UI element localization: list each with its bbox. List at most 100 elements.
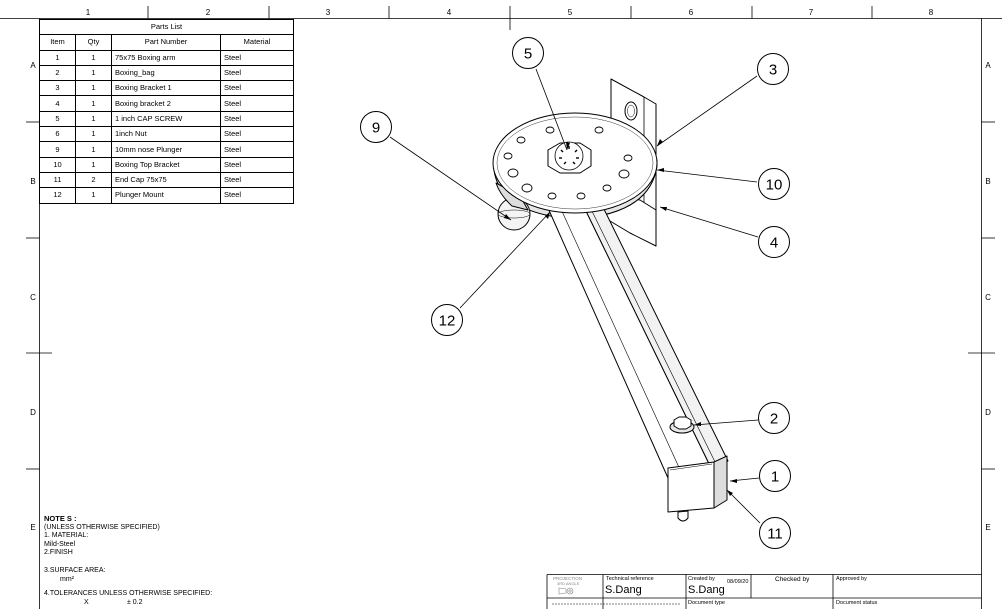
disk-holes xyxy=(503,126,633,200)
zone-row-d-right: D xyxy=(985,408,991,417)
balloon-3-label: 3 xyxy=(769,62,777,79)
balloon-9: 9 xyxy=(360,111,392,143)
cell-part: 1 inch CAP SCREW xyxy=(111,110,221,128)
cell-item: 4 xyxy=(39,95,76,112)
cell-material: Steel xyxy=(220,156,294,173)
cell-qty: 2 xyxy=(75,171,112,189)
tech-ref-label: Technical reference xyxy=(606,576,654,582)
cell-material: Steel xyxy=(220,64,294,82)
balloon-5: 5 xyxy=(512,37,544,69)
cell-part: Plunger Mount xyxy=(111,187,221,204)
cell-material: Steel xyxy=(220,187,294,204)
cell-item: 9 xyxy=(39,141,76,158)
cell-part: 10mm nose Plunger xyxy=(111,141,221,158)
header-material: Material xyxy=(220,34,294,51)
zone-col-5: 5 xyxy=(568,8,573,17)
balloon-11-label: 11 xyxy=(767,526,783,543)
zone-col-8: 8 xyxy=(929,8,934,17)
cell-material: Steel xyxy=(220,171,294,189)
zone-row-e-right: E xyxy=(985,523,990,532)
notes-line: 1. MATERIAL: xyxy=(44,532,89,540)
cell-material: Steel xyxy=(220,49,294,66)
notes-surface-area: 3.SURFACE AREA: xyxy=(44,566,106,574)
zone-column-ticks xyxy=(147,6,873,30)
header-part-number: Part Number xyxy=(111,34,221,51)
cell-part: 75x75 Boxing arm xyxy=(111,49,221,66)
cell-material: Steel xyxy=(220,126,294,143)
plunger-body xyxy=(495,182,529,211)
notes-line: (UNLESS OTHERWISE SPECIFIED) xyxy=(44,523,160,531)
cell-part: 1inch Nut xyxy=(111,126,221,143)
zone-row-a-right: A xyxy=(985,61,991,70)
notes-tol-value: ± 0.2 xyxy=(127,598,143,606)
cell-material: Steel xyxy=(220,141,294,158)
created-by-label: Created by xyxy=(688,576,715,582)
balloon-9-label: 9 xyxy=(372,120,380,137)
boxing-bag-nut xyxy=(673,416,692,430)
cell-material: Steel xyxy=(220,95,294,112)
balloon-12-label: 12 xyxy=(439,313,456,330)
created-date: 08/09/20 xyxy=(727,579,749,585)
cell-item: 2 xyxy=(39,64,76,82)
balloon-11: 11 xyxy=(759,517,791,549)
cell-qty: 1 xyxy=(75,110,112,128)
balloon-1: 1 xyxy=(759,460,791,492)
cell-part: End Cap 75x75 xyxy=(111,171,221,189)
balloon-2: 2 xyxy=(758,402,790,434)
header-qty: Qty xyxy=(75,34,112,51)
parts-list-table: Parts List Item Qty Part Number Material… xyxy=(39,18,294,204)
balloon-3: 3 xyxy=(757,53,789,85)
end-cap-side xyxy=(713,455,728,509)
zone-row-d: D xyxy=(30,408,36,417)
cell-qty: 1 xyxy=(75,95,112,112)
cell-item: 12 xyxy=(39,187,76,204)
header-item: Item xyxy=(39,34,76,51)
balloon-4-label: 4 xyxy=(770,235,778,252)
zone-col-3: 3 xyxy=(326,8,331,17)
projection-sub: 3RD ANGLE xyxy=(557,581,580,586)
cell-qty: 1 xyxy=(75,156,112,173)
notes-tol-x: X xyxy=(84,598,89,606)
parts-list-title: Parts List xyxy=(39,18,294,36)
general-notes: NOTE S : (UNLESS OTHERWISE SPECIFIED) 1.… xyxy=(44,514,212,608)
notes-line: Mild-Steel xyxy=(44,540,76,548)
cap-screw-face xyxy=(554,141,584,171)
balloon-4: 4 xyxy=(758,226,790,258)
checked-by-label: Checked by xyxy=(775,576,810,583)
cell-qty: 1 xyxy=(75,126,112,143)
zone-row-c-right: C xyxy=(985,293,991,302)
zone-row-e: E xyxy=(30,523,35,532)
balloon-10-label: 10 xyxy=(766,177,783,194)
notes-line: 2.FINISH xyxy=(44,549,73,557)
balloon-1-label: 1 xyxy=(771,469,779,486)
boxing-arm-front xyxy=(547,202,713,479)
zone-row-labels-left: A B C D E xyxy=(30,61,36,532)
cell-part: Boxing Bracket 1 xyxy=(111,80,221,97)
cell-part: Boxing bracket 2 xyxy=(111,95,221,112)
cell-qty: 1 xyxy=(75,187,112,204)
assembly-drawing xyxy=(492,78,729,522)
cell-item: 11 xyxy=(39,171,76,189)
cell-item: 3 xyxy=(39,80,76,97)
cell-part: Boxing_bag xyxy=(111,64,221,82)
cell-material: Steel xyxy=(220,110,294,128)
zone-column-labels: 1 2 3 4 5 6 7 8 xyxy=(86,8,934,17)
cell-qty: 1 xyxy=(75,49,112,66)
cell-qty: 1 xyxy=(75,141,112,158)
cell-item: 10 xyxy=(39,156,76,173)
plunger-tip xyxy=(677,510,689,522)
balloon-12: 12 xyxy=(431,304,463,336)
zone-row-a: A xyxy=(30,61,36,70)
cell-part: Boxing Top Bracket xyxy=(111,156,221,173)
zone-row-labels-right: A B C D E xyxy=(985,61,991,532)
